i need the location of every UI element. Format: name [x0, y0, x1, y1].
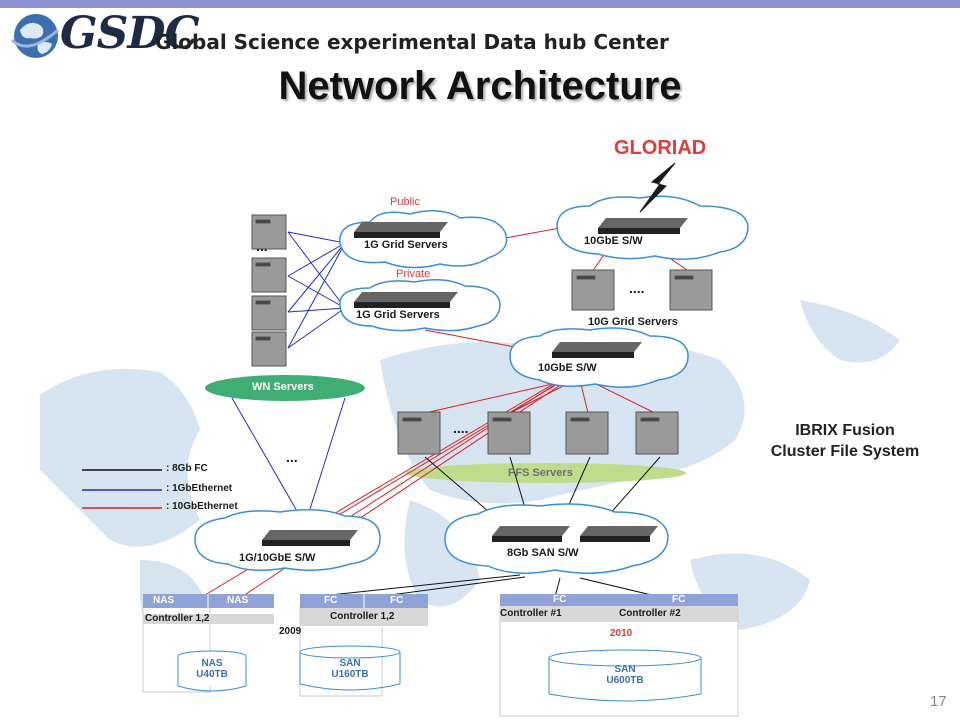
private-label: Private — [396, 268, 431, 280]
san600-port-1: FC — [553, 594, 567, 605]
storage-san160 — [299, 594, 428, 697]
pfs-ellipsis: .... — [453, 420, 469, 436]
lightning-icon — [639, 162, 676, 213]
wn-servers-label: WN Servers — [252, 381, 314, 393]
globe-logo-icon — [10, 14, 59, 58]
san600-year: 2010 — [610, 628, 633, 639]
san160-controller: Controller 1,2 — [330, 611, 395, 622]
public-label: Public — [390, 196, 420, 208]
logo-tagline: Global Science experimental Data hub Cen… — [155, 30, 669, 54]
wn-server-icon — [251, 257, 287, 293]
san600-disk-line-1: SAN — [614, 664, 636, 675]
switch-san-2-icon — [580, 526, 658, 542]
storage-nas — [142, 594, 274, 693]
legend-label-1g: : 1GbEthernet — [166, 483, 233, 494]
page-title: Network Architecture — [278, 64, 682, 108]
switch-1g10g-label: 1G/10GbE S/W — [239, 552, 316, 564]
switch-10g-top-icon — [598, 218, 688, 234]
san160-disk-line-2: U160TB — [331, 669, 369, 680]
san600-disk-label: SAN U600TB — [549, 664, 701, 686]
gbe1-links — [231, 231, 346, 526]
san600-controller-1: Controller #1 — [500, 608, 562, 619]
server-towers — [251, 214, 713, 455]
ibrix-line-2: Cluster File System — [770, 443, 920, 460]
switch-san-label: 8Gb SAN S/W — [507, 547, 579, 559]
pfs-server-icon — [397, 411, 441, 455]
top-bar — [0, 0, 960, 8]
san600-disk-line-2: U600TB — [606, 675, 644, 686]
grid-private-label: 1G Grid Servers — [356, 309, 440, 321]
wn-servers-ellipse — [205, 375, 365, 401]
nas-disk-label: NAS U40TB — [178, 658, 246, 680]
grid10g-ellipsis: .... — [629, 280, 645, 296]
switch-public-icon — [354, 222, 448, 238]
legend-label-fc: : 8Gb FC — [166, 463, 208, 474]
nas-controller: Controller 1,2 — [145, 613, 210, 624]
pfs-server-icon — [565, 411, 609, 455]
ibrix-line-1: IBRIX Fusion — [795, 422, 895, 439]
wn-server-icon — [251, 331, 287, 367]
pfs-servers-label: PFS Servers — [508, 467, 573, 479]
san160-year: 2009 — [279, 626, 302, 637]
san160-port-1: FC — [324, 595, 338, 606]
ibrix-caption: IBRIX Fusion Cluster File System — [745, 420, 945, 462]
nas-port-2: NAS — [227, 595, 249, 606]
grid-10g-label: 10G Grid Servers — [588, 316, 678, 328]
nas-port-1: NAS — [153, 595, 175, 606]
san160-disk-label: SAN U160TB — [300, 658, 400, 680]
grid-public-label: 1G Grid Servers — [364, 239, 448, 251]
switch-devices — [262, 218, 688, 546]
grid10g-server-icon — [571, 269, 615, 311]
pfs-servers-ellipse — [406, 463, 686, 483]
switch-10g-mid-label: 10GbE S/W — [538, 362, 597, 374]
wn-server-icon — [251, 295, 287, 331]
switch-san-1-icon — [492, 526, 570, 542]
nas-disk-line-2: U40TB — [196, 669, 228, 680]
san600-controller-2: Controller #2 — [619, 608, 681, 619]
legend-label-10g: : 10GbEthernet — [166, 501, 238, 512]
san600-port-2: FC — [672, 594, 686, 605]
san160-port-2: FC — [390, 595, 404, 606]
switch-10g-mid-icon — [552, 342, 642, 358]
switch-private-icon — [354, 292, 458, 308]
grid10g-server-icon — [669, 269, 713, 311]
san160-disk-line-1: SAN — [339, 658, 361, 669]
switch-1g10g-icon — [262, 530, 358, 546]
wn-bottom-ellipsis: ... — [286, 449, 298, 465]
logo-wordmark: GSDC — [60, 8, 200, 59]
switch-10g-top-label: 10GbE S/W — [584, 235, 643, 247]
pfs-server-icon — [487, 411, 531, 455]
storage-san600 — [499, 594, 739, 717]
wn-ellipsis: ... — [256, 238, 268, 254]
gloriad-label: GLORIAD — [614, 137, 707, 159]
page-number: 17 — [930, 693, 947, 710]
pfs-server-icon — [635, 411, 679, 455]
wn-server-icon — [251, 214, 287, 250]
nas-disk-line-1: NAS — [201, 658, 223, 669]
